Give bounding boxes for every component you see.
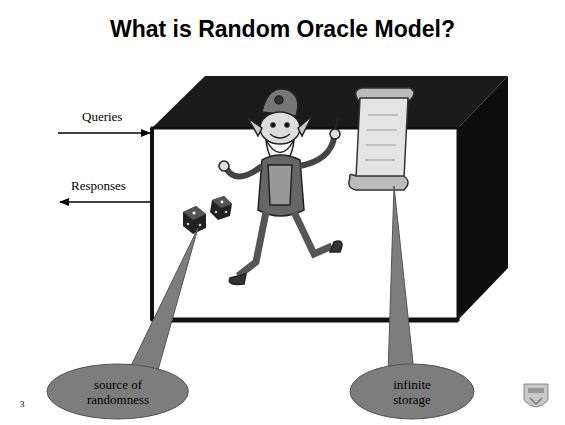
box-side [458,76,508,320]
callout-tail [388,186,414,374]
university-logo [524,384,548,407]
callout-ellipse: infinite storage [349,363,475,420]
callout-text-group: infinite storage [381,377,443,407]
callout-text: infinite storage [381,377,443,407]
response-arrow [60,201,150,202]
arrow-label: Queries [82,109,122,125]
slide-title: What is Random Oracle Model? [0,16,565,43]
box-top [152,76,508,128]
callout-text: source of randomness [72,377,164,407]
dice [183,196,232,234]
callout-ellipse: source of randomness [46,363,189,420]
box-front [152,128,458,320]
callout-text-group: source of randomness [72,377,164,407]
arrow-label: Responses [71,178,126,194]
genie-figure [219,89,342,284]
query-arrow [58,132,150,133]
callout-tail [128,228,198,372]
scroll [349,88,414,190]
slide-number: 3 [20,399,25,409]
